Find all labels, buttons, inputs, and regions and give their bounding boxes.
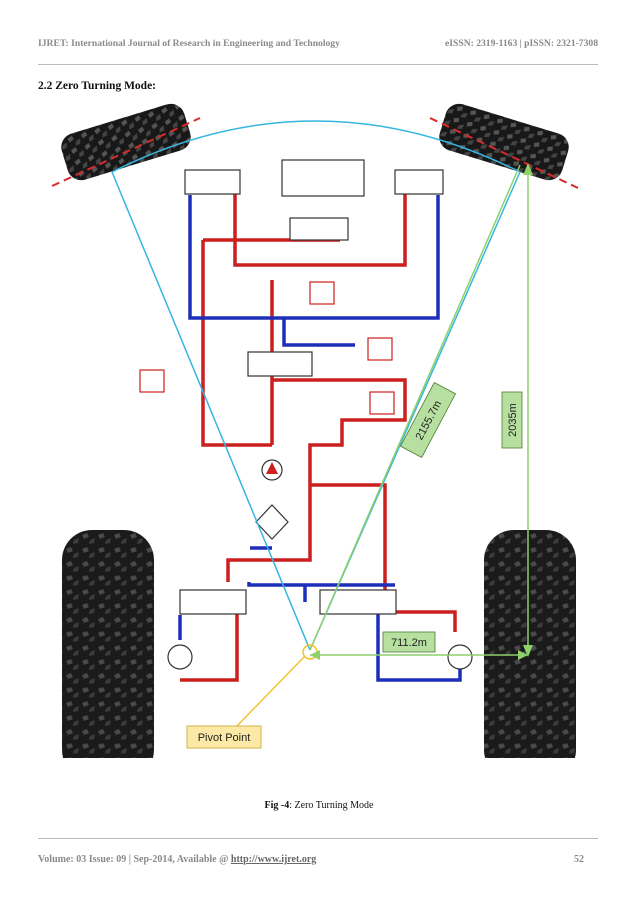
- vertical-distance-label: 2035m: [507, 403, 519, 437]
- label-horizontal-distance: 711.2m: [382, 631, 436, 653]
- hydraulic-components: [139, 159, 473, 670]
- figure-caption-text: : Zero Turning Mode: [289, 800, 374, 811]
- blue-hydraulic-lines: [178, 195, 462, 682]
- rear-right-wheel: [484, 530, 576, 758]
- volume-info: Volume: 03 Issue: 09 | Sep-2014, Availab…: [38, 854, 231, 865]
- red-hydraulic-lines: [180, 178, 457, 682]
- label-vertical-distance: 2035m: [501, 391, 523, 449]
- header-rule: [38, 64, 598, 65]
- pivot-point-label: Pivot Point: [198, 732, 251, 744]
- issn-info: eISSN: 2319-1163 | pISSN: 2321-7308: [445, 38, 598, 49]
- page-header: IJRET: International Journal of Research…: [38, 38, 598, 49]
- page-number: 52: [574, 854, 584, 865]
- footer-rule: [38, 838, 598, 839]
- pump-arrow-icon: [266, 462, 278, 474]
- measurement-arrows: [310, 163, 533, 660]
- front-right-wheel: [429, 103, 579, 189]
- journal-url-link[interactable]: http://www.ijret.org: [230, 854, 317, 865]
- figure-number: Fig -4: [264, 800, 290, 811]
- label-diagonal-distance: 2155.7m: [399, 382, 457, 458]
- label-pivot-point: Pivot Point: [186, 725, 262, 749]
- rear-left-wheel: [62, 530, 154, 758]
- page-footer: Volume: 03 Issue: 09 | Sep-2014, Availab…: [38, 854, 598, 865]
- journal-title: IJRET: International Journal of Research…: [38, 38, 340, 49]
- front-left-wheel: [51, 103, 201, 187]
- horizontal-distance-label: 711.2m: [391, 637, 427, 649]
- turning-geometry: [111, 120, 529, 729]
- figure-caption: Fig -4: Zero Turning Mode: [0, 800, 638, 811]
- zero-turning-figure: 2155.7m 2035m 711.2m Pivot Point: [51, 103, 579, 758]
- section-title: 2.2 Zero Turning Mode:: [38, 80, 156, 92]
